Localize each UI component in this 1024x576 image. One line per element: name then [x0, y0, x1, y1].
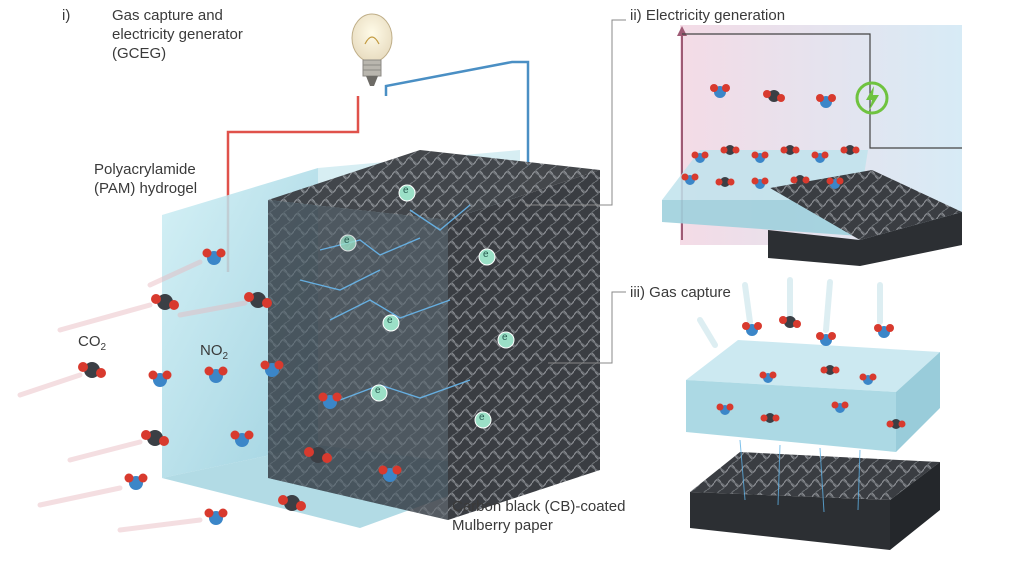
blue-wire	[384, 60, 530, 168]
panel-i-title-line-1: Gas capture and	[112, 7, 223, 24]
electron-label: e	[403, 185, 409, 196]
callout-line-iii	[548, 291, 626, 364]
panel-iii-title: iii) Gas capture	[630, 284, 731, 301]
electron-label: e	[387, 315, 393, 326]
callout-line-ii	[525, 19, 626, 206]
panel-iii-art	[686, 277, 940, 550]
electron-label: e	[344, 235, 350, 246]
hydrogel-label-line-1: Polyacrylamide	[94, 161, 196, 178]
hydrogel-label-line-2: (PAM) hydrogel	[94, 180, 198, 197]
panel-ii-title: ii) Electricity generation	[630, 7, 786, 24]
light-bulb-icon	[351, 13, 393, 86]
co2-molecules	[78, 292, 332, 511]
electron-label: e	[375, 385, 381, 396]
electron-icon	[339, 184, 515, 429]
no2-label-subscript: 2	[222, 351, 229, 362]
co2-label-subscript: 2	[100, 342, 107, 353]
hydrogel-label: Polyacrylamide (PAM) hydrogel	[94, 160, 197, 198]
co2-label: CO2	[78, 332, 106, 357]
panel-i-title-line-3: (GCEG)	[112, 45, 167, 62]
electron-label: e	[479, 412, 485, 423]
carbon-paper-label-line-1: Carbon black (CB)-coated	[452, 498, 626, 515]
panel-i-title: Gas capture and electricity generator (G…	[112, 6, 243, 63]
motion-trails	[17, 259, 248, 533]
no2-molecules	[124, 248, 402, 525]
panel-i-title-line-2: electricity generator	[112, 26, 243, 43]
no2-label: NO2	[200, 341, 228, 366]
electron-label: e	[502, 332, 508, 343]
lightning-icon	[855, 81, 889, 115]
electron-label: e	[483, 249, 489, 260]
carbon-paper-label-line-2: Mulberry paper	[452, 517, 553, 534]
no2-label-base: NO	[200, 342, 223, 359]
panel-i-marker: i)	[62, 7, 71, 24]
carbon-paper-label: Carbon black (CB)-coated Mulberry paper	[452, 497, 625, 535]
co2-label-base: CO	[78, 333, 101, 350]
panel-ii-art	[662, 25, 962, 266]
